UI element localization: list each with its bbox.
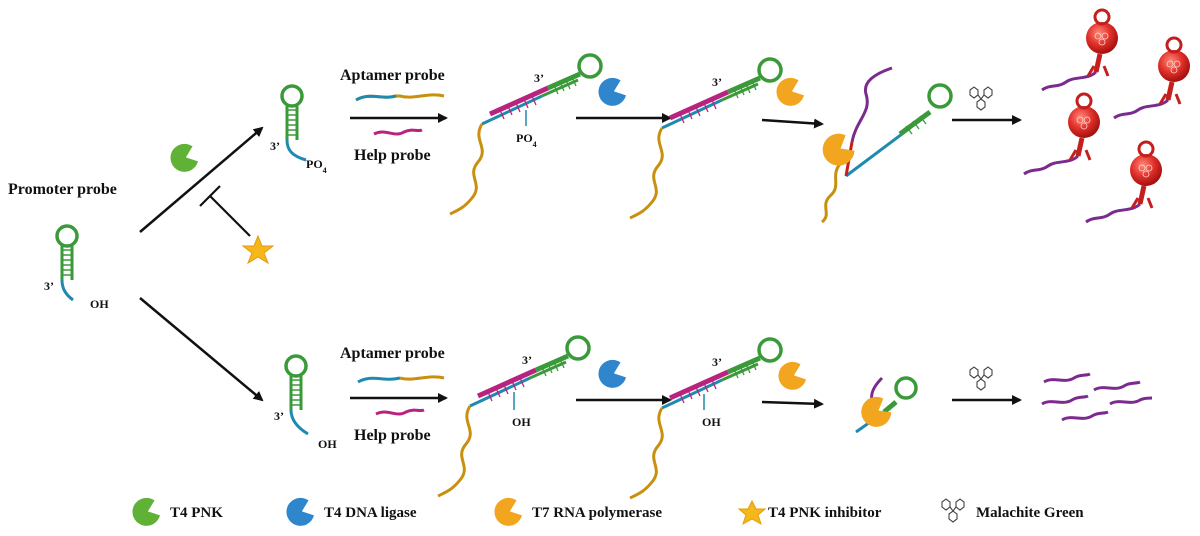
pnk-enzyme-icon bbox=[166, 140, 201, 176]
bottom-hairpin-three-prime: 3’ bbox=[274, 409, 284, 423]
top-hairpin-three-prime: 3’ bbox=[270, 139, 280, 153]
legend-label: T7 RNA polymerase bbox=[532, 505, 662, 521]
bottom-hairpin-oh: OH bbox=[318, 437, 337, 451]
legend-label: T4 PNK inhibitor bbox=[768, 505, 882, 521]
top-step3-arrow bbox=[761, 118, 824, 129]
top-malachite-green-icon bbox=[969, 86, 993, 111]
bottom-ligase-enzyme-icon bbox=[594, 356, 629, 392]
unlit-rna-fragments bbox=[1041, 372, 1153, 422]
bottom-abortive-complex bbox=[855, 376, 918, 434]
legend-item-inhibitor: T4 PNK inhibitor bbox=[737, 499, 882, 526]
fluorescent-product bbox=[1114, 38, 1190, 118]
bottom-unphosphorylated-hairpin bbox=[284, 354, 309, 436]
fluorescent-product bbox=[1086, 142, 1162, 222]
three-prime-label: 3’ bbox=[44, 279, 54, 293]
ligase-enzyme-icon bbox=[282, 494, 317, 530]
malachite-green-icon bbox=[941, 498, 965, 523]
top-ligated-complex bbox=[630, 59, 781, 218]
legend-item-pnk: T4 PNK bbox=[128, 494, 223, 530]
ligase-enzyme-icon bbox=[594, 74, 629, 110]
fluorescent-product bbox=[1024, 94, 1100, 174]
top-duplex-po4: PO4 bbox=[516, 131, 537, 149]
inhibitor-star-icon bbox=[241, 234, 275, 265]
bottom-duplex-oh: OH bbox=[512, 415, 531, 429]
inhibition-symbol bbox=[199, 185, 251, 237]
legend-label: Malachite Green bbox=[976, 505, 1084, 521]
top-po4-label: PO4 bbox=[306, 157, 327, 175]
bottom-branch-arrow bbox=[139, 297, 264, 402]
bottom-duplex-three-prime: 3’ bbox=[522, 353, 532, 367]
top-branch-arrow bbox=[139, 126, 264, 233]
top-help-probe-strand bbox=[373, 128, 423, 136]
bottom-polymerase-enzyme-icon bbox=[774, 358, 809, 394]
bottom-unligated-three-prime: 3’ bbox=[712, 355, 722, 369]
bottom-help-probe-label: Help probe bbox=[354, 427, 431, 444]
legend-label: T4 DNA ligase bbox=[324, 505, 417, 521]
promoter-probe-label: Promoter probe bbox=[8, 181, 117, 198]
legend-item-ligase: T4 DNA ligase bbox=[282, 494, 417, 530]
legend-item-malachite-green: Malachite Green bbox=[941, 498, 1084, 523]
bottom-unligated-oh: OH bbox=[702, 415, 721, 429]
bottom-aptamer-probe-label: Aptamer probe bbox=[340, 345, 445, 362]
inhibitor-star-icon bbox=[737, 499, 767, 526]
bottom-help-probe-strand bbox=[375, 408, 425, 416]
bottom-aptamer-probe-strand bbox=[399, 375, 445, 381]
bottom-step3-arrow bbox=[761, 398, 824, 409]
legend: T4 PNK T4 DNA ligase T7 RNA polymerase T… bbox=[128, 494, 1084, 530]
oh-label: OH bbox=[90, 297, 109, 311]
top-transcription-complex bbox=[820, 66, 953, 224]
promoter-probe-hairpin bbox=[55, 224, 79, 302]
bottom-malachite-green-icon bbox=[969, 366, 993, 391]
legend-label: T4 PNK bbox=[170, 505, 223, 521]
fluorescent-product bbox=[1042, 10, 1118, 90]
top-help-probe-label: Help probe bbox=[354, 147, 431, 164]
bottom-aptamer-blue-segment bbox=[357, 376, 401, 384]
top-aptamer-probe-label: Aptamer probe bbox=[340, 67, 445, 84]
top-aptamer-blue-segment bbox=[355, 94, 397, 102]
top-phosphorylated-hairpin bbox=[280, 84, 307, 162]
pnk-enzyme-icon bbox=[128, 494, 163, 530]
polymerase-enzyme-icon bbox=[490, 494, 525, 530]
legend-item-polymerase: T7 RNA polymerase bbox=[490, 494, 662, 530]
top-duplex-three-prime: 3’ bbox=[534, 71, 544, 85]
top-ligated-three-prime: 3’ bbox=[712, 75, 722, 89]
